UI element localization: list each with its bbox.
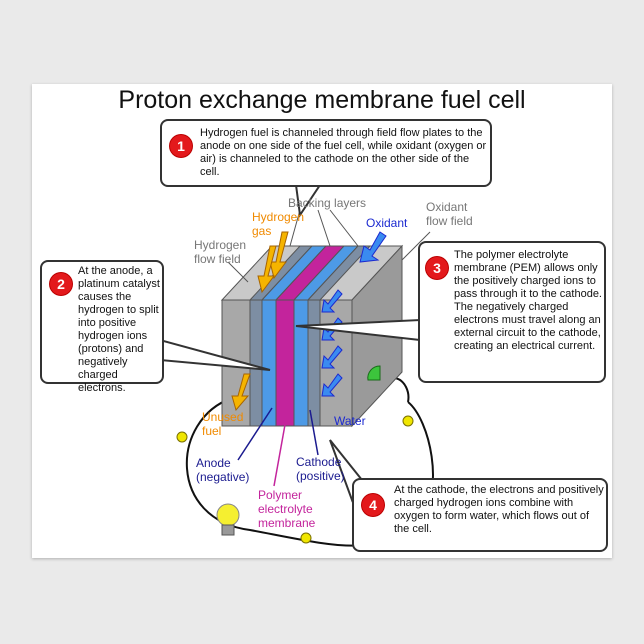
- page-title: Proton exchange membrane fuel cell: [118, 86, 526, 114]
- hydrogen-gas-label: Hydrogen gas: [252, 210, 305, 238]
- step-1-text: Hydrogen fuel is channeled through field…: [200, 127, 487, 178]
- unused-fuel-arrows: [231, 373, 251, 412]
- electron-flow-line: [394, 377, 410, 403]
- oxidant-inlet-arrows: [359, 231, 387, 263]
- backing-pointer-3: [329, 209, 359, 247]
- step-2-callout: 2 At the anode, a platinum catalyst caus…: [40, 260, 164, 394]
- step-4-badge: 4: [362, 494, 384, 516]
- step-2-text: At the anode, a platinum catalyst causes…: [78, 265, 160, 394]
- backing-pointer-2: [317, 209, 331, 247]
- anode-label: Anode (negative): [196, 456, 250, 484]
- step-4-callout: 4 At the cathode, the electrons and posi…: [352, 478, 608, 552]
- backing-layers-label: Backing layers: [288, 196, 367, 210]
- polymer-membrane-layer: [275, 299, 295, 427]
- polymer-membrane-label: Polymer electrolyte membrane: [258, 488, 316, 530]
- membrane-pointer: [273, 407, 289, 487]
- oxidant-flow-field-label: Oxidant flow field: [426, 200, 473, 228]
- oxidant-label: Oxidant: [366, 216, 408, 230]
- cathode-backing-layer: [307, 299, 321, 427]
- step-2-badge: 2: [50, 273, 72, 295]
- unused-fuel-label: Unused fuel: [202, 410, 244, 438]
- step-3-badge: 3: [426, 257, 448, 279]
- hydrogen-flow-field-label: Hydrogen flow field: [194, 238, 247, 266]
- external-circuit-wire: [186, 397, 434, 547]
- step-1-badge: 1: [170, 135, 192, 157]
- step-4-text: At the cathode, the electrons and positi…: [394, 484, 604, 535]
- step-1-callout: 1 Hydrogen fuel is channeled through fie…: [160, 119, 492, 187]
- anode-layer: [261, 299, 277, 427]
- electron-icon-group: [176, 415, 414, 544]
- anode-pointer: [237, 407, 273, 461]
- light-bulb-icon: [216, 503, 240, 536]
- hydrogen-inlet-arrows: [257, 231, 289, 294]
- anode-backing-layer: [249, 299, 263, 427]
- water-label: Water: [334, 414, 366, 428]
- oxidant-field-pointer: [401, 231, 431, 261]
- backing-pointer-1: [289, 209, 301, 247]
- step-3-text: The polymer electrolyte membrane (PEM) a…: [454, 249, 602, 352]
- step-3-callout: 3 The polymer electrolyte membrane (PEM)…: [418, 241, 606, 383]
- hydrogen-field-pointer: [227, 261, 249, 283]
- cathode-label: Cathode (positive): [296, 455, 345, 483]
- cathode-layer: [293, 299, 309, 427]
- cathode-pointer: [309, 409, 319, 456]
- meter-icon: [367, 365, 381, 381]
